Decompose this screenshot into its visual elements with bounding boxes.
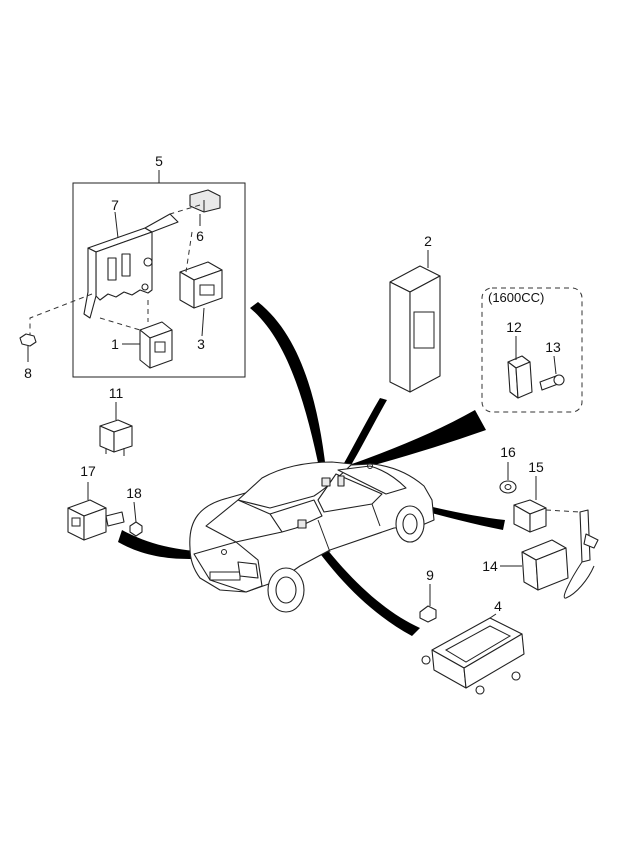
nut-part-8	[19, 293, 93, 362]
callout-label: 1	[111, 336, 119, 352]
bracket-part-7	[83, 211, 179, 319]
callout-label: 6	[196, 228, 204, 244]
washer-part-16	[499, 462, 517, 494]
nut-part-9	[419, 584, 437, 623]
group-5-box	[72, 170, 246, 378]
callout-label: 2	[424, 233, 432, 249]
callout-label: 7	[111, 197, 119, 213]
callout-label: 13	[545, 339, 561, 355]
callout-label: 15	[528, 459, 544, 475]
callout-label: 17	[80, 463, 96, 479]
sensor-part-14	[500, 509, 599, 599]
control-unit-part-4	[421, 613, 525, 695]
variant-1600cc-group	[481, 287, 583, 413]
relay-part-17	[67, 482, 125, 541]
relay-part-1	[99, 300, 173, 369]
nut-part-18	[129, 501, 143, 537]
callout-label: 5	[155, 153, 163, 169]
clip-part-6	[169, 189, 221, 226]
callout-label: 12	[506, 319, 522, 335]
callout-label: 11	[109, 385, 124, 401]
callout-label: 8	[24, 365, 32, 381]
relay-part-3	[179, 231, 223, 337]
vehicle-illustration	[189, 461, 435, 613]
callout-labels: 5 7 6 3 1 8 2 (1600CC) 12 13 11 17 18 16…	[24, 153, 561, 614]
module-part-2	[389, 250, 441, 393]
relay-part-11	[99, 402, 133, 456]
callout-label: 4	[494, 598, 502, 614]
callout-label: 3	[197, 336, 205, 352]
callout-label: 14	[482, 558, 498, 574]
relay-part-15	[513, 476, 581, 533]
beam-to-1600cc-group	[346, 410, 486, 472]
callout-label: 16	[500, 444, 516, 460]
callout-label: 18	[126, 485, 142, 501]
beam-to-group-5	[250, 302, 326, 472]
beam-to-part-2	[336, 398, 387, 480]
variant-label: (1600CC)	[488, 290, 544, 305]
callout-label: 9	[426, 567, 434, 583]
